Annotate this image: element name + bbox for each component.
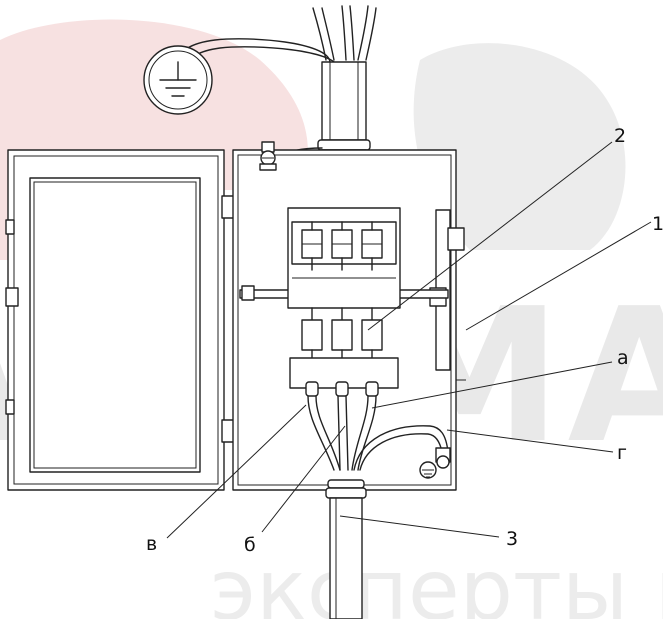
callout-v: в [146, 533, 157, 555]
outgoing-wires [307, 395, 449, 471]
watermark-tagline: эксперты в сварке [210, 541, 663, 619]
cabinet-door [5, 149, 235, 491]
callout-g: г [617, 442, 627, 464]
callout-b: б [244, 534, 256, 556]
cabinet-body [232, 141, 466, 491]
ground-terminal-icon [419, 447, 451, 479]
ground-icon [143, 45, 213, 115]
callout-labels: 2 1 а г 3 б в [146, 125, 663, 556]
ground-stud-top [259, 141, 277, 171]
fuse-inserts [301, 307, 383, 361]
callout-2: 2 [614, 125, 626, 147]
outgoing-cable [325, 479, 367, 619]
leader-lines [166, 141, 652, 539]
switch-block-upper [287, 207, 401, 309]
callout-a: а [617, 347, 629, 369]
callout-3: 3 [506, 528, 518, 550]
terminal-block-lower [289, 357, 399, 397]
callout-1: 1 [652, 213, 663, 235]
watermark-grey-mascot [413, 43, 626, 250]
